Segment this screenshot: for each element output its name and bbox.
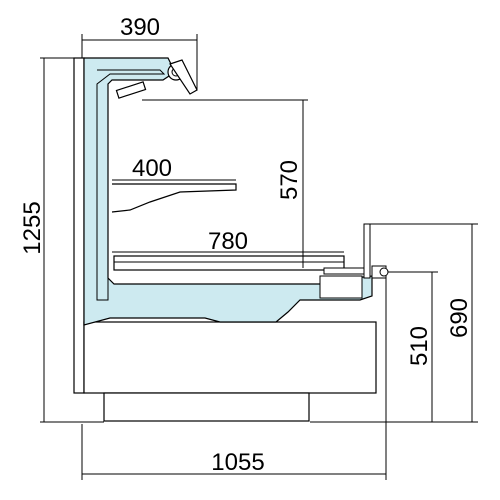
service-box (319, 275, 363, 299)
dim-label-510: 510 (406, 326, 433, 366)
dimension-labels: 390 1255 400 570 780 690 510 1055 (19, 14, 473, 476)
dim-label-1055: 1055 (211, 449, 264, 476)
front-housing (319, 265, 389, 299)
deck (113, 223, 371, 279)
dim-label-690: 690 (446, 298, 473, 338)
front-glass-post (363, 223, 371, 279)
cabinet-body (73, 57, 377, 422)
shelf-tray (111, 183, 237, 213)
dim-label-570: 570 (276, 160, 303, 200)
base-housing (83, 321, 377, 394)
dim-label-390: 390 (120, 14, 160, 41)
valve-knob (379, 267, 389, 277)
deck-plate (113, 255, 345, 271)
back-wall (73, 57, 85, 394)
dimension-lines (40, 34, 478, 480)
dim-label-400: 400 (132, 155, 172, 182)
shelf (111, 183, 237, 213)
light-fixture (115, 81, 147, 99)
dim-label-780: 780 (208, 228, 248, 255)
inner-channel-cut (96, 69, 166, 301)
front-rail (323, 267, 365, 275)
canopy-lamp (115, 59, 198, 99)
dim-label-1255: 1255 (19, 201, 46, 254)
plinth (103, 392, 310, 422)
